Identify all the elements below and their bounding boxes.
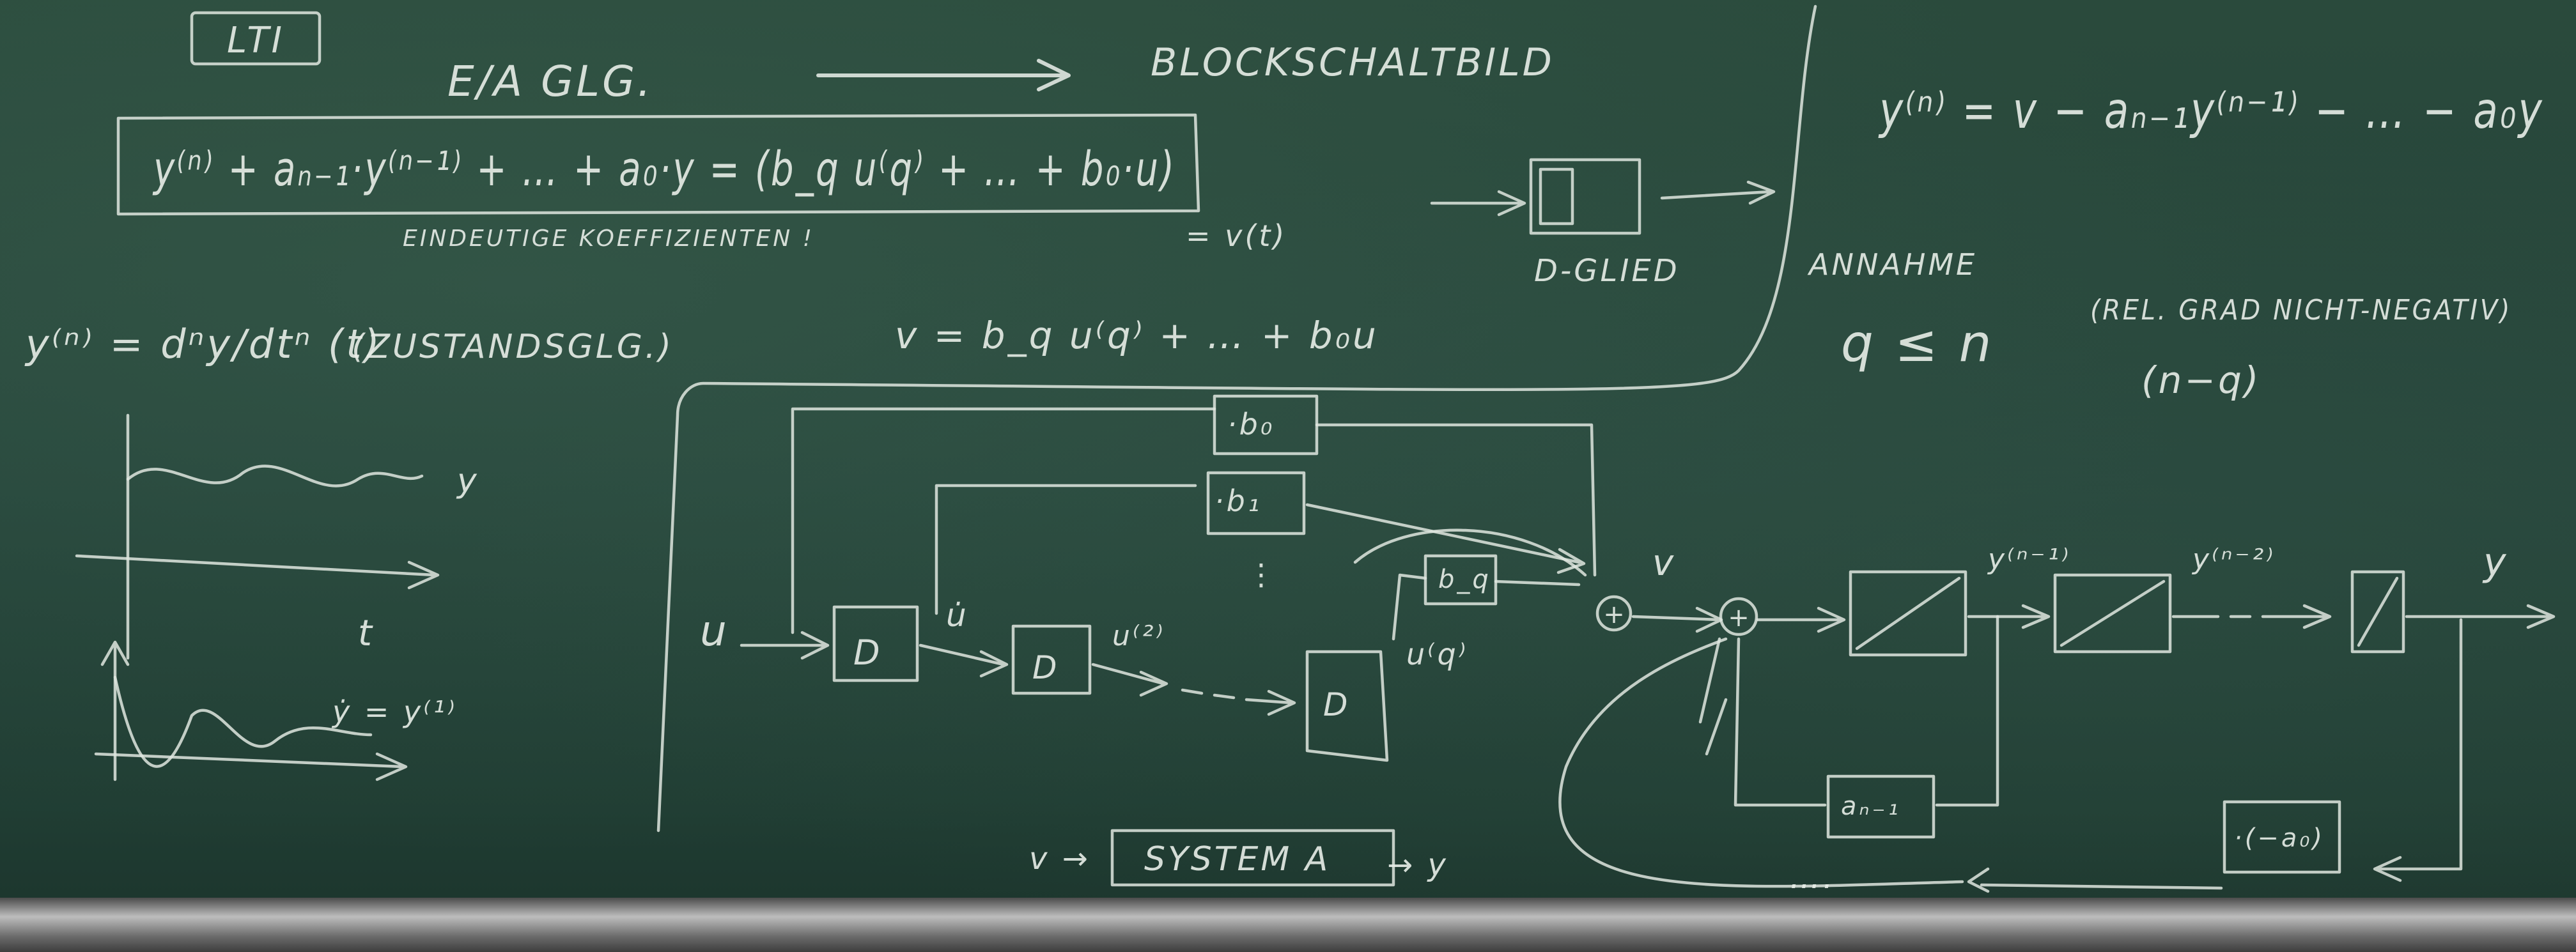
main-equation: y⁽ⁿ⁾ + aₙ₋₁·y⁽ⁿ⁻¹⁾ + … + a₀·y = (b_q u⁽q… [152,142,1176,197]
integrator-1 [1849,570,1967,657]
heading-arrow [816,59,1071,91]
integrator-n [2350,570,2405,654]
system-input: v → [1029,841,1090,877]
state-equation-label: (ZUSTANDSGLG.) [352,328,674,366]
gain-a0-box [2223,800,2341,874]
sum-plus-1: + [1603,600,1625,629]
uq-label: u⁽q⁾ [1406,637,1468,672]
v-equation: v = b_q u⁽q⁾ + … + b₀u [895,314,1379,357]
dglied-out-arrow [1660,180,1776,205]
output-y: y [2482,540,2509,585]
heading-left: E/A GLG. [447,57,653,106]
sum-junction-1 [1595,595,1633,632]
y-n1-label: y⁽ⁿ⁻¹⁾ [1987,543,2071,576]
unique-coefficients-note: EINDEUTIGE KOEFFIZIENTEN ! [403,226,814,252]
integrator-chain [1558,570,2556,893]
u-dot-label: u̇ [946,597,969,634]
heading-right: BLOCKSCHALTBILD [1151,40,1555,85]
v-label: v [1652,542,1676,584]
sum-plus-2: + [1728,603,1750,633]
d-label-2: D [1032,649,1060,686]
gain-b0: ·b₀ [1227,407,1275,441]
system-a-box [1110,829,1395,887]
dglied-inner [1539,167,1574,226]
dglied-box [1529,158,1641,235]
integrator-2 [2053,573,2172,654]
d-block-2 [1011,624,1092,695]
solved-equation: y⁽ⁿ⁾ = v − aₙ₋₁y⁽ⁿ⁻¹⁾ − … − a₀y [1878,82,2544,140]
derivative-definition: y⁽ⁿ⁾ = dⁿy/dtⁿ (t) [24,321,382,367]
gain-a0: ·(−a₀) [2234,824,2325,853]
dglied-label: D-GLIED [1534,253,1680,289]
dglied-in-arrow [1430,190,1526,217]
y-n2-label: y⁽ⁿ⁻²⁾ [2191,543,2276,576]
gain-an1: aₙ₋₁ [1841,792,1901,821]
bottom-plot [94,640,408,781]
annahme-label: ANNAHME [1807,247,1977,282]
gain-blocks [1206,394,1597,641]
plot-y-label: y [456,462,479,500]
d-block-1 [832,605,919,682]
divider-curve [656,4,1817,833]
gain-b1: ·b₁ [1214,484,1262,518]
lti-label: LTI [227,20,284,61]
v-arrow [1631,606,1723,633]
d-block-3 [1305,650,1389,762]
plot-t-label: t [358,613,375,654]
plot-ydot-label: ẏ = y⁽¹⁾ [331,695,457,729]
derivative-chain [740,407,1389,762]
d-label-3: D [1323,686,1351,723]
lti-box [190,11,322,66]
u2-label: u⁽²⁾ [1112,620,1165,652]
system-a-label: SYSTEM A [1144,840,1330,879]
main-equation-frame [116,113,1200,216]
chalk-tray [0,898,2576,952]
gain-bq: b_q [1438,565,1491,594]
n-minus-q: (n−q) [2141,358,2261,402]
d-label-1: D [853,633,883,673]
feedback-ellipsis: …. [1790,860,1835,896]
rel-grad-note: (REL. GRAD NICHT-NEGATIV) [2090,294,2512,326]
assumption: q ≤ n [1841,314,1994,373]
top-plot [75,413,440,660]
gain-an1-box [1826,774,1936,839]
gain-dots: ⋮ [1246,557,1278,592]
v-of-t: = v(t) [1186,219,1287,253]
input-u: u [700,606,729,656]
sum-junction-2 [1719,597,1758,636]
system-output: → y [1387,847,1448,883]
